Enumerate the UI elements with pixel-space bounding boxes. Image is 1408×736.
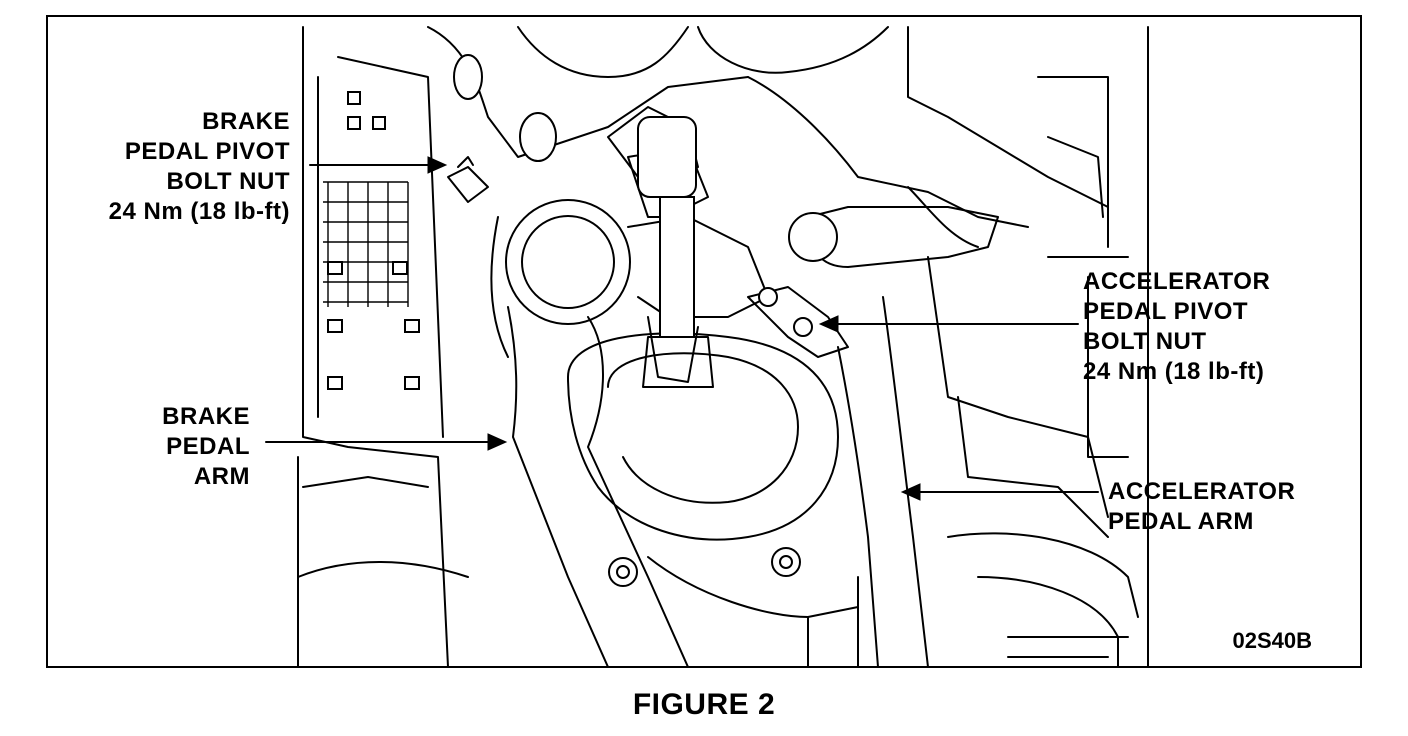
steering-column-boot	[567, 116, 839, 541]
callout-line: ACCELERATOR	[1108, 478, 1296, 505]
callout-line: BOLT NUT	[166, 168, 290, 195]
callout-line: ACCELERATOR	[1083, 268, 1271, 295]
callout-brake-pedal-pivot-bolt-nut: BRAKE PEDAL PIVOT BOLT NUT 24 Nm (18 lb-…	[109, 107, 290, 227]
figure-frame: BRAKE PEDAL PIVOT BOLT NUT 24 Nm (18 lb-…	[46, 15, 1362, 668]
callout-line: BOLT NUT	[1083, 328, 1207, 355]
accelerator-pedal-arm	[837, 296, 929, 666]
left-bracket-panel	[297, 26, 449, 666]
callout-line: PEDAL PIVOT	[1083, 298, 1249, 325]
callout-line: ARM	[193, 463, 250, 490]
accelerator-pivot-area	[747, 186, 999, 358]
callout-line: PEDAL ARM	[1108, 508, 1254, 535]
right-structure	[927, 26, 1149, 666]
figure-caption: FIGURE 2	[632, 688, 776, 721]
figure-code: 02S40B	[1232, 628, 1312, 653]
callout-accelerator-pedal-arm: ACCELERATOR PEDAL ARM	[1108, 477, 1295, 537]
callout-line: BRAKE	[202, 108, 290, 135]
leader-lines	[265, 156, 1099, 501]
callout-brake-pedal-arm: BRAKE PEDAL ARM	[162, 402, 250, 492]
callout-line: 24 Nm (18 lb-ft)	[1083, 358, 1265, 385]
pedal-assembly-drawing	[265, 26, 1149, 666]
callout-line: 24 Nm (18 lb-ft)	[108, 198, 290, 225]
lower-support-plate	[297, 547, 859, 666]
callout-line: PEDAL PIVOT	[124, 138, 290, 165]
callout-line: PEDAL	[166, 433, 250, 460]
callout-accelerator-pedal-pivot-bolt-nut: ACCELERATOR PEDAL PIVOT BOLT NUT 24 Nm (…	[1083, 267, 1270, 387]
brake-pedal-arm	[507, 306, 689, 666]
callout-line: BRAKE	[162, 403, 250, 430]
brake-pivot-area	[447, 156, 769, 383]
